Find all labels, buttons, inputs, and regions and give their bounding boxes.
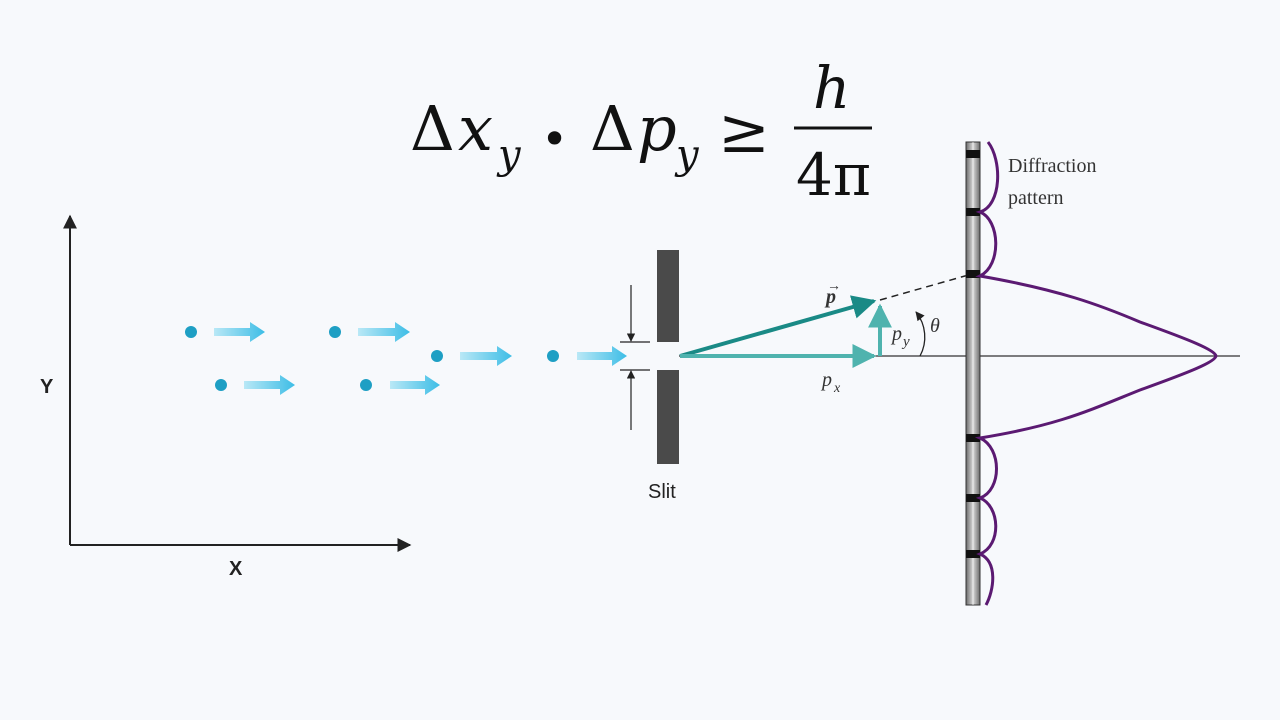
momentum-vectors: p → p x p y θ bbox=[679, 273, 973, 396]
diffraction-intensity-curve bbox=[974, 141, 1218, 606]
incoming-particles bbox=[185, 322, 627, 395]
px-subscript: x bbox=[833, 381, 841, 396]
diffraction-label-line1: Diffraction bbox=[1008, 155, 1097, 177]
eq-denominator: 4π bbox=[796, 141, 871, 209]
momentum-vector-p bbox=[679, 295, 877, 358]
diffraction-label-line2: pattern bbox=[1008, 187, 1064, 209]
py-subscript: y bbox=[901, 334, 910, 350]
p-vector-arrow-accent: → bbox=[827, 279, 841, 294]
eq-delta-1: Δ bbox=[410, 92, 455, 165]
slit-lower-bar bbox=[657, 370, 679, 464]
particle bbox=[547, 350, 559, 362]
particle-motion-arrow bbox=[244, 375, 295, 395]
x-axis-label: X bbox=[229, 558, 243, 580]
eq-numerator-h: h bbox=[813, 54, 850, 122]
eq-geq: ≥ bbox=[718, 94, 770, 167]
dark-fringe bbox=[966, 270, 980, 278]
dark-fringe bbox=[966, 434, 980, 442]
particle-motion-arrow bbox=[577, 346, 627, 366]
particle-motion-arrow bbox=[460, 346, 512, 366]
particle-motion-arrow bbox=[214, 322, 265, 342]
dark-fringe bbox=[966, 494, 980, 502]
particle bbox=[431, 350, 443, 362]
deflection-dashed-line bbox=[879, 273, 973, 301]
y-axis-label: Y bbox=[40, 376, 54, 398]
theta-label: θ bbox=[930, 315, 940, 337]
particle-motion-arrow bbox=[358, 322, 410, 342]
slit-upper-bar bbox=[657, 250, 679, 342]
detector-screen bbox=[965, 141, 981, 606]
theta-angle-arc bbox=[915, 311, 926, 357]
particle bbox=[185, 326, 197, 338]
coordinate-axes: Y X bbox=[40, 214, 412, 580]
p-vector-label: p bbox=[824, 286, 836, 308]
slit-barrier: Slit bbox=[620, 250, 679, 503]
particle bbox=[215, 379, 227, 391]
eq-p: p bbox=[637, 92, 677, 165]
eq-x: x bbox=[458, 92, 493, 165]
particle-motion-arrow bbox=[390, 375, 440, 395]
dark-fringe bbox=[966, 150, 980, 158]
eq-sub-y-1: y bbox=[496, 132, 522, 178]
slit-label: Slit bbox=[648, 481, 676, 503]
particle bbox=[360, 379, 372, 391]
eq-sub-y-2: y bbox=[674, 132, 700, 178]
uncertainty-equation: Δ x y • Δ p y ≥ h 4π bbox=[410, 54, 872, 209]
eq-delta-2: Δ bbox=[590, 92, 635, 165]
py-label: p bbox=[890, 323, 902, 345]
dark-fringe bbox=[966, 550, 980, 558]
dark-fringe bbox=[966, 208, 980, 216]
particle bbox=[329, 326, 341, 338]
px-label: p bbox=[820, 369, 832, 391]
eq-dot: • bbox=[541, 112, 568, 166]
